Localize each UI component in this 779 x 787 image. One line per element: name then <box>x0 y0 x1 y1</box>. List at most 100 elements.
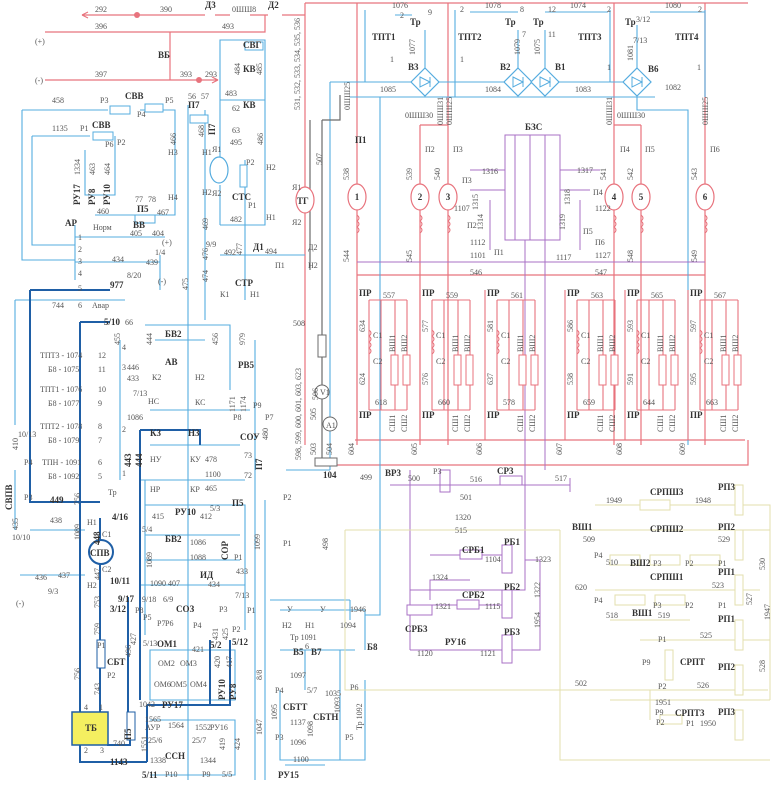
wire-label: 1946 <box>350 605 366 614</box>
wire-label: 1074 <box>570 1 586 10</box>
wire-label: Р2 <box>232 625 240 634</box>
wire-label: 531, 532, 533, 534, 535, 536 <box>293 18 302 110</box>
wire-label: Я1 <box>292 183 301 192</box>
wire-label: 605 <box>410 443 419 455</box>
wire-label: ОМ2 <box>158 659 175 668</box>
coil-label: С1 <box>641 331 650 340</box>
wire-label: 659 <box>583 398 595 407</box>
wire-label: 0ШШ25 <box>445 97 454 125</box>
wire-label: 9/3 <box>48 587 58 596</box>
wire-label: 2 <box>78 245 82 254</box>
coil-icon <box>368 329 372 355</box>
component-label: В1 <box>555 62 566 72</box>
wire-label: 458 <box>52 96 64 105</box>
wire-label: Р3 <box>433 467 441 476</box>
wire-label: 756 <box>73 493 82 505</box>
wire-label: 644 <box>643 398 655 407</box>
component-label: СРПТ3 <box>675 708 705 718</box>
wire-label: 12 <box>548 5 556 14</box>
wire-label: (-) <box>158 277 166 286</box>
wire-label: 474 <box>201 270 210 282</box>
component-label: СРПШ1 <box>650 572 684 582</box>
contactor-label: ПР <box>359 410 372 420</box>
component-label: Тр <box>505 17 516 27</box>
wire-label: Р5 <box>143 613 151 622</box>
diode-icon <box>419 76 432 88</box>
wire-label: Р3 <box>219 605 227 614</box>
wire-label: 604 <box>347 443 356 455</box>
wire-label: 2 <box>84 746 88 755</box>
coil-icon <box>496 329 500 355</box>
component-label: 5/2 <box>210 640 222 650</box>
wire-label: 25/7 <box>192 736 206 745</box>
component-label: БВ2 <box>165 329 182 339</box>
wire-label: 637 <box>486 373 495 385</box>
component-label: П7 <box>188 100 200 110</box>
wire-label: 7 <box>98 436 102 445</box>
wire-label: Р2 <box>658 682 666 691</box>
wire-label: Н2 <box>195 373 205 382</box>
wire-label: Р9 <box>642 658 650 667</box>
motor-out-wire-label: 549 <box>690 250 699 262</box>
wire-label: 1094 <box>340 621 356 630</box>
coil-label: С2 <box>373 357 382 366</box>
shunt-label: ВШ1 <box>719 335 728 352</box>
component-label: ВШ2 <box>630 558 651 568</box>
wire-label: 460 <box>97 207 109 216</box>
wire-label: 431 <box>211 628 220 640</box>
component-label: РП2 <box>718 662 735 672</box>
wire-label: 1099 <box>253 534 262 550</box>
ammeter-symbol <box>322 416 338 432</box>
wire-label: Р3 <box>653 601 661 610</box>
wire-label: 1089 <box>73 524 82 540</box>
wire-label: 525 <box>700 631 712 640</box>
wire-label: 1077 <box>408 39 417 55</box>
spv-generator-symbol <box>88 539 114 565</box>
wire-label: 469 <box>201 218 210 230</box>
contactor-label: ПР <box>567 410 580 420</box>
wire-label: 436 <box>35 573 47 582</box>
wire-label: Я1 <box>212 145 221 154</box>
motor-number: 3 <box>446 192 451 202</box>
wire-label: 1319 <box>558 214 567 230</box>
wire-label: 5/5 <box>222 770 232 779</box>
wire-label: 505 <box>309 408 318 420</box>
field-winding-icon <box>640 214 644 234</box>
wire-label: 1090 <box>150 579 166 588</box>
wire-label: 565 <box>651 291 663 300</box>
wire-label: 492 <box>224 248 236 257</box>
component-label: 4/16 <box>112 512 129 522</box>
component-label: СРБ3 <box>405 624 428 634</box>
wire-label: ТПН - 1091 <box>42 458 81 467</box>
wire-label: Р10 <box>165 770 177 779</box>
wire-label: Н1 <box>266 213 276 222</box>
wire-label: 6 <box>98 458 102 467</box>
motor-out-wire-label: 545 <box>405 250 414 262</box>
component-label: РУ17 <box>162 700 183 710</box>
protection-wires <box>357 134 705 664</box>
wire-label: 1338 <box>150 756 166 765</box>
wire-label: Р9 <box>253 401 261 410</box>
wire-label: 434 <box>208 580 220 589</box>
wire-label: 743 <box>93 683 102 695</box>
motor-number: 5 <box>639 192 644 202</box>
component-label: 5/11 <box>142 770 158 780</box>
wire-label: 1104 <box>485 555 501 564</box>
wire-label: 3/12 <box>636 15 650 24</box>
component-label: РУ10 <box>217 679 227 700</box>
component-label: ВШ1 <box>632 608 653 618</box>
wire-label: 0ШШ30 <box>405 111 433 120</box>
resistor-label: СШ1 <box>656 415 665 432</box>
wire-label: 6 <box>305 642 309 651</box>
tb-block[interactable] <box>71 711 109 746</box>
wire-label: П2 <box>425 145 435 154</box>
wire-label: 4 <box>78 269 82 278</box>
component-label: АВ <box>165 357 178 367</box>
component-label: ТПТ2 <box>458 32 482 42</box>
wire-label: 518 <box>606 611 618 620</box>
coil-label: С1 <box>501 331 510 340</box>
wire-label: Тр 1092 <box>355 703 364 730</box>
wire-label: 484 <box>233 63 242 75</box>
wire-label: КР <box>190 485 200 494</box>
